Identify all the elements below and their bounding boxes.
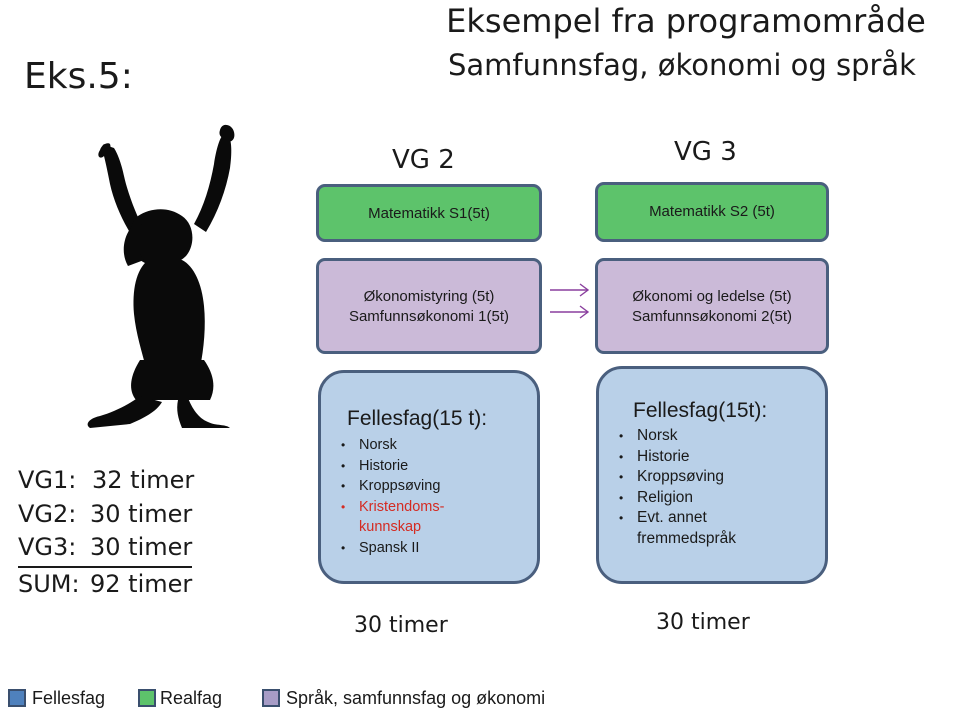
fellesfag-item-label: kunnskap (359, 519, 422, 535)
fellesfag-item-label: Evt. annet (637, 509, 707, 526)
bullet-icon: • (619, 470, 624, 484)
program-box-vg3: Økonomi og ledelse (5t) Samfunnsøkonomi … (595, 258, 829, 354)
fellesfag-item: • Historie (599, 447, 825, 468)
hours-value: 92 timer (90, 569, 193, 598)
realfag-subject-vg3: Matematikk S2 (5t) (649, 203, 775, 220)
fellesfag-box-vg2: Fellesfag(15 t): • Norsk • Historie • Kroppsø… (318, 370, 540, 584)
fellesfag-item-label: fremmedspråk (637, 529, 737, 547)
program-subject-vg2-1: Økonomistyring (5t) (363, 288, 495, 305)
fellesfag-item: • Kristendoms- (321, 497, 537, 518)
fellesfag-item-label: Religion (637, 488, 694, 506)
fellesfag-item: kunnskap (321, 517, 537, 538)
right-arrow-icon (550, 283, 590, 297)
fellesfag-list-vg2: • Norsk • Historie • Kroppsøving • Kristendoms-… (321, 435, 537, 558)
bullet-icon: • (341, 479, 346, 493)
fellesfag-item: • Kroppsøving (599, 467, 825, 488)
fellesfag-item-label: Norsk (637, 427, 678, 444)
timer-total-vg2: 30 timer (354, 613, 448, 638)
fellesfag-item: • Spansk II (321, 538, 537, 559)
hours-row: VG1: 32 timer (18, 464, 194, 498)
column-heading-vg3: VG 3 (674, 137, 737, 167)
color-legend: Fellesfag Realfag Språk, samfunnsfag og … (0, 686, 960, 712)
legend-label-fellesfag: Fellesfag (32, 688, 106, 708)
slide-label: Eks.5: (24, 56, 133, 97)
fellesfag-item-label: Norsk (359, 437, 397, 453)
realfag-box-vg2: Matematikk S1(5t) (316, 184, 542, 242)
fellesfag-item-label: Historie (637, 447, 690, 465)
bullet-icon: • (341, 499, 346, 514)
program-subject-vg3-1: Økonomi og ledelse (5t) (632, 288, 792, 305)
slide-title-line-2: Samfunnsfag, økonomi og språk (448, 48, 916, 82)
hours-row: VG3: 30 timer (18, 531, 194, 565)
bullet-icon: • (619, 490, 624, 505)
fellesfag-item: • Evt. annet (599, 508, 825, 529)
hours-label: VG2: (18, 499, 77, 528)
bullet-icon: • (341, 438, 346, 452)
fellesfag-item-label: Historie (359, 457, 409, 474)
bullet-icon: • (619, 511, 624, 525)
fellesfag-item: • Religion (599, 488, 825, 509)
hours-value: 30 timer (90, 499, 193, 528)
fellesfag-item: fremmedspråk (599, 529, 825, 550)
realfag-box-vg3: Matematikk S2 (5t) (595, 182, 829, 242)
fellesfag-heading-vg3: Fellesfag(15t): (633, 399, 768, 422)
bullet-icon: • (619, 429, 624, 443)
bullet-icon: • (341, 540, 346, 555)
fellesfag-item-label: Spansk II (359, 539, 420, 556)
progression-arrows (550, 283, 590, 319)
hours-label: SUM: (18, 569, 80, 598)
column-heading-vg2: VG 2 (392, 145, 455, 175)
jumping-person-silhouette-icon (87, 124, 235, 428)
bullet-icon: • (619, 449, 624, 464)
hours-value: 32 timer (92, 466, 195, 494)
program-subject-vg2-2: Samfunnsøkonomi 1(5t) (348, 308, 510, 325)
hours-value: 30 timer (90, 533, 193, 562)
hours-label: VG3: (18, 533, 77, 562)
hours-label: VG1: (18, 466, 77, 494)
fellesfag-list-vg3: • Norsk • Historie • Kroppsøving • Religion • Evt… (599, 426, 825, 549)
realfag-subject-vg2: Matematikk S1(5t) (368, 205, 490, 222)
fellesfag-item: • Kroppsøving (321, 476, 537, 497)
hours-row: SUM: 92 timer (18, 565, 194, 602)
fellesfag-box-vg3: Fellesfag(15t): • Norsk • Historie • Kroppsøv… (596, 366, 828, 584)
timer-total-vg3: 30 timer (656, 610, 750, 635)
fellesfag-item-label: Kristendoms- (359, 498, 445, 515)
bullet-icon: • (341, 458, 346, 473)
hours-row: VG2: 30 timer (18, 498, 194, 532)
right-arrow-icon (550, 305, 590, 319)
legend-swatch-realfag (138, 689, 156, 707)
fellesfag-item-label: Kroppsøving (359, 478, 441, 494)
fellesfag-item-label: Kroppsøving (637, 468, 725, 485)
program-subject-vg3-2: Samfunnsøkonomi 2(5t) (631, 308, 793, 325)
legend-label-sprak-samfunnsfag: Språk, samfunnsfag og økonomi (286, 688, 546, 708)
legend-swatch-sprak-samfunnsfag (262, 689, 280, 707)
fellesfag-item: • Historie (321, 456, 537, 477)
fellesfag-item: • Norsk (599, 426, 825, 447)
fellesfag-heading-vg2: Fellesfag(15 t): (347, 407, 488, 430)
legend-swatch-fellesfag (8, 689, 26, 707)
program-box-vg2: Økonomistyring (5t) Samfunnsøkonomi 1(5t… (316, 258, 542, 354)
legend-label-realfag: Realfag (160, 688, 223, 708)
slide-title-line-1: Eksempel fra programområde (446, 2, 926, 40)
fellesfag-item: • Norsk (321, 435, 537, 456)
